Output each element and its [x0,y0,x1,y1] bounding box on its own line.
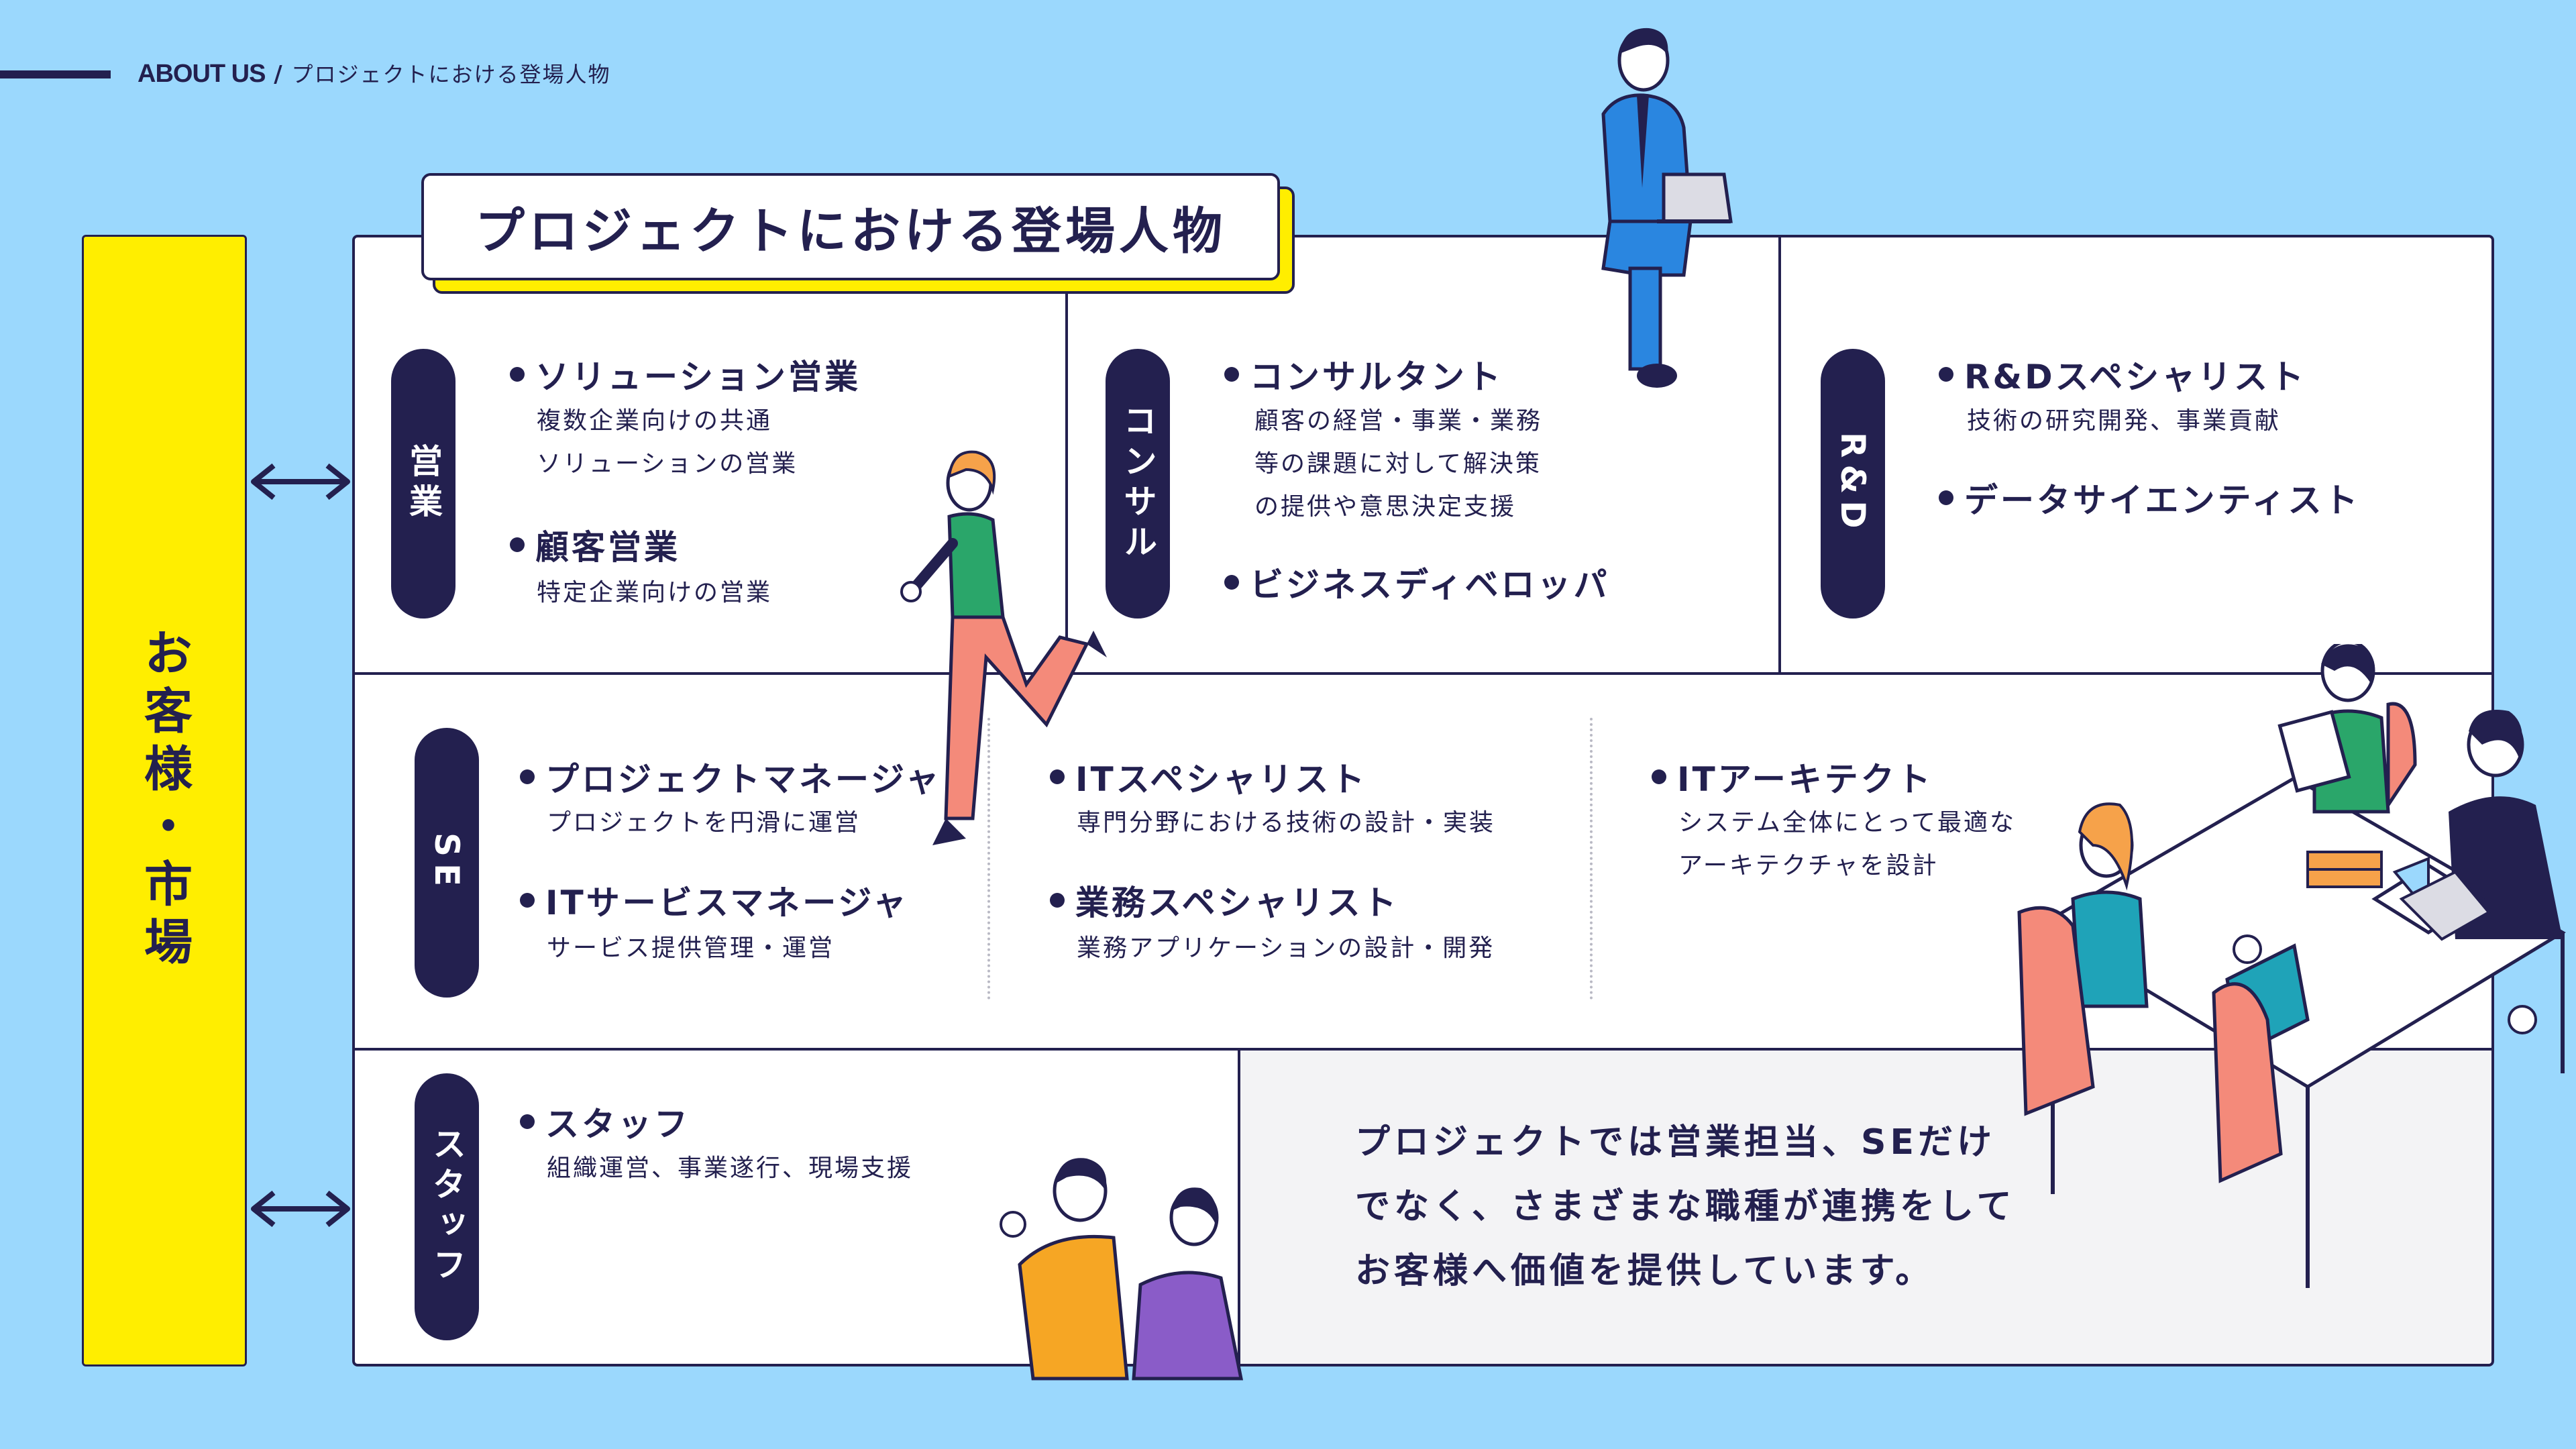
businessman-laptop-illustration [1601,28,1733,388]
divider [1238,1049,1240,1364]
role-data-scientist: データサイエンティスト [1939,474,2361,522]
role-desc: 複数企業向けの共通 ソリューションの営業 [537,407,798,478]
double-arrow-icon [251,1190,350,1228]
role-desc: プロジェクトを円滑に運営 [547,809,861,837]
role-desc: 業務アプリケーションの設計・開発 [1077,934,1495,962]
double-arrow-icon [251,463,350,500]
customer-market-bar: お客様・市場 [82,235,247,1366]
two-people-illustration [1000,1158,1244,1381]
role-it-architect: ITアーキテクト [1652,753,1933,801]
role-it-specialist: ITスペシャリスト [1050,753,1367,801]
role-staff: スタッフ [520,1097,690,1146]
divider [354,1048,2493,1051]
role-project-manager: プロジェクトマネージャ [520,753,942,801]
role-desc: システム全体にとって最適な アーキテクチャを設計 [1678,809,2017,879]
page-title: プロジェクトにおける登場人物 [421,173,1280,280]
role-desc: サービス提供管理・運営 [547,934,835,962]
category-pill-staff: スタッフ [415,1073,479,1340]
breadcrumb-bar [0,70,111,78]
role-consultant: コンサルタント [1224,350,1503,398]
role-business-specialist: 業務スペシャリスト [1050,876,1399,924]
dotted-divider [987,718,990,1000]
walking-woman-illustration [900,450,1107,845]
summary-note: プロジェクトでは営業担当、SEだけ でなく、さまざまな職種が連携をして お客様へ… [1355,1122,2016,1291]
role-solution-sales: ソリューション営業 [510,350,861,398]
role-desc: 組織運営、事業遂行、現場支援 [547,1155,914,1182]
role-desc: 顧客の経営・事業・業務 等の課題に対して解決策 の提供や意思決定支援 [1254,407,1543,521]
breadcrumb-separator: / [265,61,292,88]
divider [1778,236,1781,674]
breadcrumb-page: プロジェクトにおける登場人物 [291,62,611,87]
breadcrumb-section[interactable]: ABOUT US [138,60,266,88]
role-rd-specialist: R&Dスペシャリスト [1939,350,2306,398]
customer-label: お客様・市場 [136,627,193,974]
note-area [1240,1051,2491,1364]
role-account-sales: 顧客営業 [510,521,680,569]
role-desc: 特定企業向けの営業 [537,579,773,606]
divider [354,672,2493,675]
divider [1065,236,1068,674]
role-desc: 専門分野における技術の設計・実装 [1077,809,1496,837]
category-pill-consul: コンサル [1106,349,1170,619]
breadcrumb: ABOUT US / プロジェクトにおける登場人物 [138,58,611,89]
role-business-developer: ビジネスディベロッパ [1224,558,1610,606]
category-pill-sales: 営業 [391,349,455,619]
meeting-team-illustration [2017,644,2566,1288]
category-pill-se: SE [415,728,479,998]
role-desc: 技術の研究開発、事業貢献 [1967,407,2282,435]
dotted-divider [1590,718,1593,1000]
role-it-service-manager: ITサービスマネージャ [520,876,909,924]
category-pill-rd: R&D [1821,349,1885,619]
